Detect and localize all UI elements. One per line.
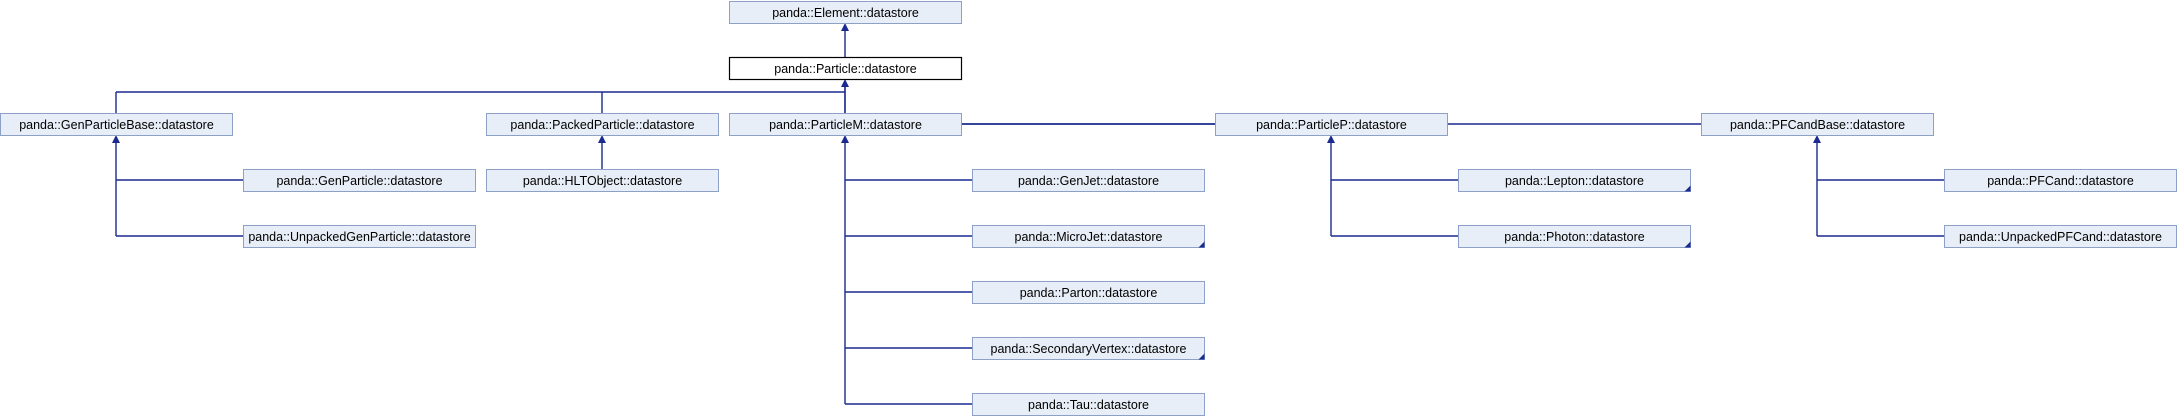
class-box <box>729 1 962 24</box>
class-label: panda::PFCandBase::datastore <box>1730 118 1905 132</box>
class-node-genparticle[interactable]: panda::GenParticle::datastore <box>243 169 476 192</box>
class-node-photon[interactable]: panda::Photon::datastore <box>1458 225 1691 248</box>
inheritance-arrow <box>1327 135 1335 143</box>
class-box <box>486 169 719 192</box>
inheritance-arrow <box>841 79 849 87</box>
class-node-unpackedgenparticle[interactable]: panda::UnpackedGenParticle::datastore <box>243 225 476 248</box>
class-node-tau[interactable]: panda::Tau::datastore <box>972 393 1205 416</box>
class-label: panda::PFCand::datastore <box>1987 174 2134 188</box>
class-label: panda::GenJet::datastore <box>1018 174 1159 188</box>
class-node-microjet[interactable]: panda::MicroJet::datastore <box>972 225 1205 248</box>
class-label: panda::HLTObject::datastore <box>523 174 682 188</box>
class-box <box>729 113 962 136</box>
class-box <box>728 56 963 81</box>
class-box <box>1458 169 1691 192</box>
class-node-particle: panda::Particle::datastore <box>728 56 963 81</box>
inheritance-arrow <box>598 135 606 143</box>
class-label: panda::Lepton::datastore <box>1505 174 1644 188</box>
class-label: panda::ParticleM::datastore <box>769 118 922 132</box>
class-label: panda::SecondaryVertex::datastore <box>991 342 1187 356</box>
class-box <box>243 225 476 248</box>
class-box <box>972 225 1205 248</box>
more-subclasses-corner-icon <box>1684 185 1691 192</box>
class-node-particlep[interactable]: panda::ParticleP::datastore <box>1215 113 1448 136</box>
class-label: panda::GenParticleBase::datastore <box>19 118 214 132</box>
inheritance-arrow <box>841 135 849 143</box>
class-label: panda::Photon::datastore <box>1504 230 1644 244</box>
class-node-packedparticle[interactable]: panda::PackedParticle::datastore <box>486 113 719 136</box>
inheritance-arrow <box>841 23 849 31</box>
class-node-pfcand[interactable]: panda::PFCand::datastore <box>1944 169 2177 192</box>
class-label: panda::MicroJet::datastore <box>1015 230 1163 244</box>
class-box <box>1458 225 1691 248</box>
class-node-parton[interactable]: panda::Parton::datastore <box>972 281 1205 304</box>
class-node-secondaryvertex[interactable]: panda::SecondaryVertex::datastore <box>972 337 1205 360</box>
class-box <box>243 169 476 192</box>
class-box <box>972 281 1205 304</box>
class-box <box>0 113 233 136</box>
class-label: panda::UnpackedPFCand::datastore <box>1959 230 2162 244</box>
class-box <box>1215 113 1448 136</box>
more-subclasses-corner-icon <box>1198 241 1205 248</box>
class-label: panda::Parton::datastore <box>1020 286 1158 300</box>
more-subclasses-corner-icon <box>1198 353 1205 360</box>
class-box <box>486 113 719 136</box>
inheritance-arrow <box>1813 135 1821 143</box>
class-node-element[interactable]: panda::Element::datastore <box>729 1 962 24</box>
class-box <box>1701 113 1934 136</box>
class-node-pfcandbase[interactable]: panda::PFCandBase::datastore <box>1701 113 1934 136</box>
class-label: panda::PackedParticle::datastore <box>510 118 694 132</box>
class-node-genjet[interactable]: panda::GenJet::datastore <box>972 169 1205 192</box>
class-label: panda::Particle::datastore <box>774 62 916 76</box>
class-node-particlem[interactable]: panda::ParticleM::datastore <box>729 113 962 136</box>
inheritance-arrow <box>112 135 120 143</box>
class-label: panda::ParticleP::datastore <box>1256 118 1407 132</box>
class-label: panda::Tau::datastore <box>1028 398 1149 412</box>
class-node-unpackedpfcand[interactable]: panda::UnpackedPFCand::datastore <box>1944 225 2177 248</box>
class-box <box>972 337 1205 360</box>
class-node-genparticlebase[interactable]: panda::GenParticleBase::datastore <box>0 113 233 136</box>
class-label: panda::GenParticle::datastore <box>276 174 442 188</box>
class-label: panda::UnpackedGenParticle::datastore <box>248 230 470 244</box>
class-node-hltobject[interactable]: panda::HLTObject::datastore <box>486 169 719 192</box>
class-box <box>972 169 1205 192</box>
more-subclasses-corner-icon <box>1684 241 1691 248</box>
class-node-lepton[interactable]: panda::Lepton::datastore <box>1458 169 1691 192</box>
class-label: panda::Element::datastore <box>772 6 919 20</box>
